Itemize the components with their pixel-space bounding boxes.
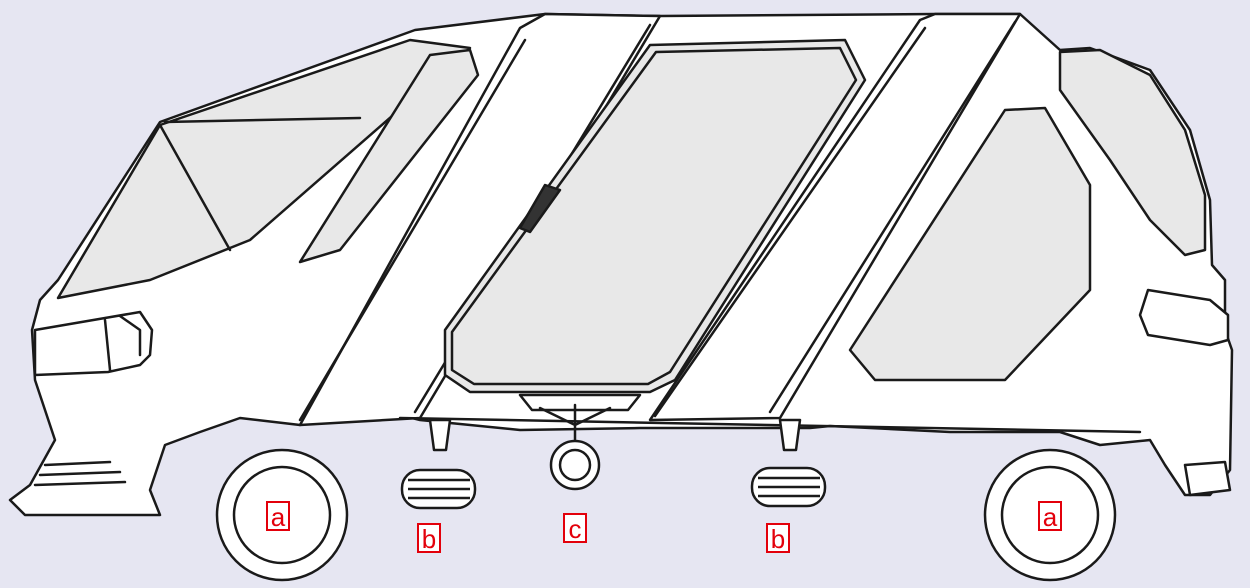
pad-tread-lines bbox=[408, 476, 820, 500]
callout-front-pad: b bbox=[417, 523, 441, 553]
center-window bbox=[443, 38, 867, 394]
rear-pad-stem bbox=[778, 418, 802, 452]
callout-center-caster: c bbox=[563, 513, 587, 543]
rear-pillar bbox=[648, 12, 1022, 422]
door-handle bbox=[518, 183, 562, 234]
rear-window bbox=[848, 106, 1092, 382]
rear-bumper bbox=[1183, 460, 1232, 497]
caster-mount bbox=[518, 393, 642, 412]
center-caster-hub bbox=[558, 448, 592, 482]
callout-front-wheel: a bbox=[266, 501, 290, 531]
front-light-inner bbox=[103, 314, 142, 372]
rear-hatch-glass bbox=[1058, 48, 1207, 257]
front-pad-stem bbox=[428, 418, 452, 452]
rear-pillar-edge bbox=[653, 20, 1017, 418]
callout-rear-pad: b bbox=[766, 523, 790, 553]
callout-rear-wheel: a bbox=[1038, 501, 1062, 531]
caster-stem bbox=[538, 403, 612, 442]
front-light bbox=[33, 310, 154, 377]
center-window-inner bbox=[450, 46, 858, 386]
front-window-divider bbox=[158, 116, 362, 252]
front-bumper-lines bbox=[33, 460, 127, 487]
underbody-line bbox=[398, 416, 1142, 434]
rear-light bbox=[1138, 288, 1230, 347]
front-quarter-window bbox=[298, 48, 480, 264]
